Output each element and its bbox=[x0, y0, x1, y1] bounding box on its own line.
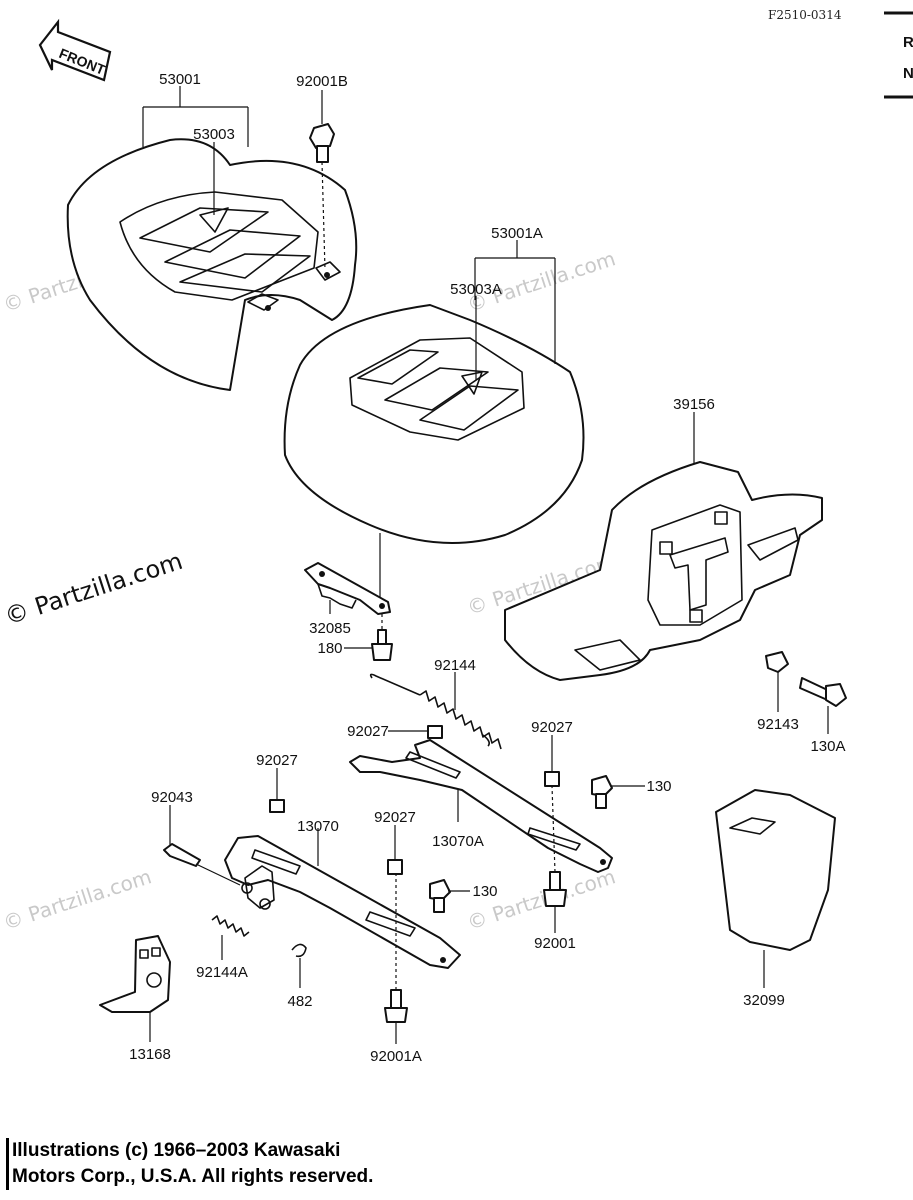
label-130a: 130A bbox=[810, 738, 845, 755]
watermark-dark: © Partzilla.com bbox=[1, 547, 186, 631]
copyright-notice: Illustrations (c) 1966–2003 Kawasaki Mot… bbox=[6, 1138, 373, 1190]
label-92143: 92143 bbox=[757, 716, 799, 733]
label-92027-d: 92027 bbox=[374, 809, 416, 826]
label-180: 180 bbox=[317, 640, 342, 657]
leader-lines bbox=[142, 86, 829, 1044]
pin-92043 bbox=[163, 843, 241, 886]
collar-92027-c bbox=[544, 771, 560, 787]
copyright-line-2: Motors Corp., U.S.A. All rights reserved… bbox=[12, 1166, 374, 1187]
bolt-130-a bbox=[591, 775, 613, 809]
nut-92143 bbox=[765, 651, 789, 673]
label-92001a: 92001A bbox=[370, 1048, 422, 1065]
bolt-130a bbox=[799, 677, 847, 707]
copyright-line-1: Illustrations (c) 1966–2003 Kawasaki bbox=[12, 1140, 341, 1161]
label-53003: 53003 bbox=[193, 126, 235, 143]
label-13070a: 13070A bbox=[432, 833, 484, 850]
label-39156: 39156 bbox=[673, 396, 715, 413]
bolt-92001 bbox=[543, 871, 567, 907]
seat-53001a bbox=[283, 304, 585, 600]
bolt-92001a bbox=[384, 989, 408, 1023]
rail-13070a bbox=[349, 739, 613, 873]
part-labels: 53001 53003 92001B 53001A 53003A 39156 3… bbox=[129, 71, 845, 1065]
label-13070: 13070 bbox=[297, 818, 339, 835]
label-53001a: 53001A bbox=[491, 225, 543, 242]
box-32099 bbox=[715, 789, 836, 951]
label-92144a: 92144A bbox=[196, 964, 248, 981]
label-130-a: 130 bbox=[646, 778, 671, 795]
bolt-92001b bbox=[309, 123, 335, 163]
bracket-32085 bbox=[304, 562, 391, 615]
label-53003a: 53003A bbox=[450, 281, 502, 298]
label-92043: 92043 bbox=[151, 789, 193, 806]
label-92027-b: 92027 bbox=[256, 752, 298, 769]
rail-13070 bbox=[224, 835, 461, 969]
toolbox-39156 bbox=[504, 461, 823, 681]
collar-92027-b bbox=[269, 799, 285, 813]
label-32099: 32099 bbox=[743, 992, 785, 1009]
label-32085: 32085 bbox=[309, 620, 351, 637]
label-92027-a: 92027 bbox=[347, 723, 389, 740]
collar-92027-a bbox=[427, 725, 443, 739]
label-13168: 13168 bbox=[129, 1046, 171, 1063]
diagram-ref-code: F2510-0314 bbox=[768, 8, 842, 22]
bolt-130-b bbox=[429, 879, 451, 913]
label-130-b: 130 bbox=[472, 883, 497, 900]
label-92027-c: 92027 bbox=[531, 719, 573, 736]
label-92001b: 92001B bbox=[296, 73, 348, 90]
spring-92144a bbox=[211, 915, 250, 937]
label-53001: 53001 bbox=[159, 71, 201, 88]
bracket-13168 bbox=[99, 935, 171, 1013]
watermark: © Partzilla.com bbox=[0, 864, 154, 935]
bolt-180 bbox=[371, 629, 393, 661]
edge-letter-r: R bbox=[903, 34, 913, 51]
label-482: 482 bbox=[287, 993, 312, 1010]
clip-482 bbox=[291, 943, 307, 958]
front-arrow-icon: FRONT bbox=[38, 18, 112, 82]
label-92144: 92144 bbox=[434, 657, 476, 674]
edge-letter-n: N bbox=[903, 65, 913, 82]
collar-92027-d bbox=[387, 859, 403, 875]
spring-92144 bbox=[369, 673, 502, 750]
label-92001: 92001 bbox=[534, 935, 576, 952]
